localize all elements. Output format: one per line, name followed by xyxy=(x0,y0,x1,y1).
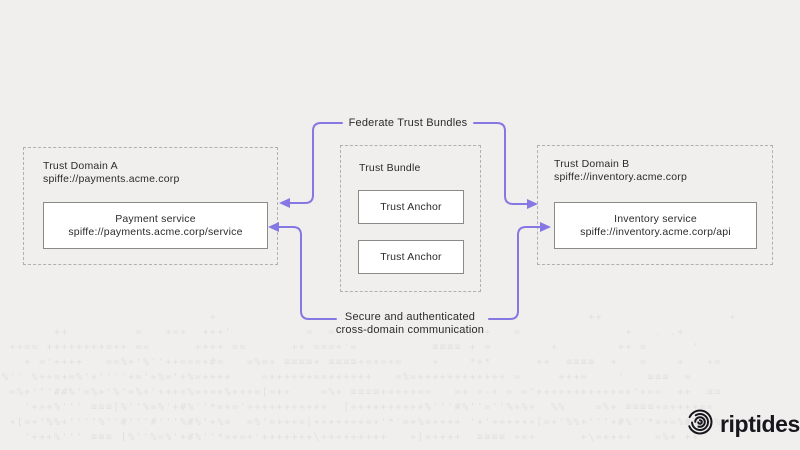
trust-bundle-title: Trust Bundle xyxy=(359,162,421,174)
secure-communication-label: Secure and authenticated cross-domain co… xyxy=(300,311,520,337)
trust-anchor-label-2: Trust Anchor xyxy=(380,250,442,263)
trust-domain-a-name: Trust Domain A xyxy=(43,160,118,172)
trust-anchor-box-1: Trust Anchor xyxy=(358,190,464,224)
riptides-logo: riptides xyxy=(685,407,800,442)
trust-domain-b-name: Trust Domain B xyxy=(554,158,630,170)
background-texture: + + = ++ + ++ = +=+ +++' = = ==++++++ = … xyxy=(2,312,737,443)
trust-domain-b-box: Trust Domain B spiffe://inventory.acme.c… xyxy=(537,145,773,265)
trust-domain-a-spiffe-id: spiffe://payments.acme.corp xyxy=(43,173,180,185)
trust-domain-a-box: Trust Domain A spiffe://payments.acme.co… xyxy=(23,147,278,265)
inventory-service-spiffe-id: spiffe://inventory.acme.corp/api xyxy=(580,225,731,238)
inventory-service-box: Inventory service spiffe://inventory.acm… xyxy=(554,202,757,249)
federate-trust-bundles-label: Federate Trust Bundles xyxy=(348,117,468,129)
secure-communication-line1: Secure and authenticated xyxy=(344,311,476,323)
arrow-federate-to-domain-a xyxy=(287,122,343,204)
inventory-service-name: Inventory service xyxy=(614,213,697,225)
payment-service-spiffe-id: spiffe://payments.acme.corp/service xyxy=(68,225,243,238)
trust-domain-b-spiffe-id: spiffe://inventory.acme.corp xyxy=(554,171,688,183)
trust-anchor-label-1: Trust Anchor xyxy=(380,200,442,213)
arrowhead-domain-a xyxy=(279,198,290,208)
trust-domain-b-title: Trust Domain B spiffe://inventory.acme.c… xyxy=(554,158,687,184)
arrow-federate-to-domain-b xyxy=(473,122,529,205)
trust-bundle-box: Trust Bundle Trust Anchor Trust Anchor xyxy=(340,145,481,292)
payment-service-name: Payment service xyxy=(115,213,196,225)
arrow-secure-to-inventory-service xyxy=(488,226,542,320)
arrow-secure-to-payment-service xyxy=(277,226,337,320)
trust-anchor-box-2: Trust Anchor xyxy=(358,240,464,274)
trust-domain-a-title: Trust Domain A spiffe://payments.acme.co… xyxy=(43,160,180,186)
riptides-wordmark: riptides xyxy=(720,411,800,437)
ripples-icon xyxy=(685,407,715,442)
payment-service-box: Payment service spiffe://payments.acme.c… xyxy=(43,202,268,249)
secure-communication-line2: cross-domain communication xyxy=(335,324,485,336)
